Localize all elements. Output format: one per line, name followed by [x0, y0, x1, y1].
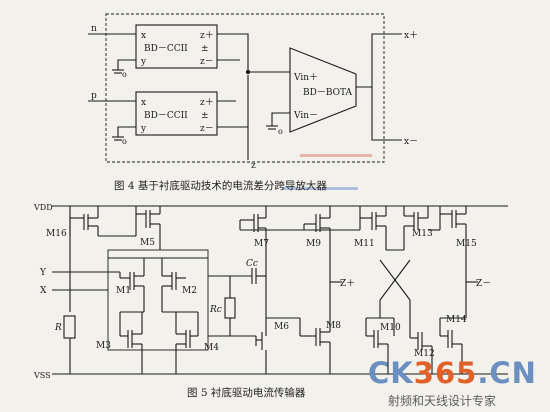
fig5-cap-cc-label: Cc: [246, 259, 258, 269]
transistor-m9: [303, 206, 331, 318]
transistor-m3: [119, 311, 144, 374]
fig4-output-plus: x＋: [404, 30, 418, 41]
fig5-resistor-r-label: R: [54, 323, 62, 333]
label-m10: M10: [380, 323, 401, 333]
fig4-node-z: z: [251, 161, 256, 171]
label-m6: M6: [274, 322, 289, 332]
lower-port-x: x: [141, 98, 146, 108]
transistor-m14: [439, 317, 466, 374]
label-m9: M9: [306, 239, 321, 249]
label-m5: M5: [140, 238, 155, 248]
ota-vin-minus: Vin－: [293, 111, 318, 121]
upper-port-x: x: [141, 31, 146, 41]
fig4-output-minus: x－: [404, 137, 418, 147]
red-stamp-mark: [300, 154, 372, 157]
upper-node-o: o: [122, 70, 127, 79]
label-m14: M14: [446, 315, 467, 325]
lower-node-o: o: [122, 137, 127, 146]
transistor-m12: [393, 318, 433, 374]
figure4-caption: 图 4 基于衬底驱动技术的电流差分跨导放大器: [114, 180, 327, 192]
label-m3: M3: [96, 341, 111, 351]
watermark-logo-cn: .CN: [477, 356, 537, 390]
ota-label: BD－BOTA: [303, 88, 352, 98]
lower-block-label: BD－CCII: [144, 111, 188, 121]
fig5-vss-label: VSS: [33, 371, 51, 380]
fig4-dashed-frame: [105, 13, 385, 163]
ccii-block-lower: [135, 91, 218, 136]
watermark-subtitle: 射频和天线设计专家: [388, 394, 497, 408]
lower-port-zp: z＋: [200, 97, 214, 108]
label-m2: M2: [182, 286, 197, 296]
figure5-caption: 图 5 衬底驱动电流传输器: [187, 387, 306, 399]
upper-block-pm: ±: [201, 44, 209, 54]
upper-block-label: BD－CCII: [144, 44, 188, 54]
label-m12: M12: [414, 349, 435, 359]
fig5-input-y: Y: [39, 268, 47, 278]
blue-underline-mark: [282, 187, 358, 190]
ota-node-o: o: [278, 127, 283, 136]
ccii-block-upper: [135, 24, 218, 69]
label-m8: M8: [326, 321, 341, 331]
upper-port-zp: z＋: [200, 30, 214, 41]
fig5-output-zp: Z＋: [340, 278, 355, 289]
lower-port-y: y: [140, 124, 147, 134]
fig5-output-zm: Z－: [476, 279, 491, 289]
fig4-input-p: p: [91, 91, 97, 101]
junction-dot: [245, 69, 251, 75]
label-m15: M15: [456, 239, 477, 249]
label-m11: M11: [354, 239, 375, 249]
transistor-m1: [120, 258, 145, 312]
transistor-m10: [365, 317, 394, 374]
transistor-m6: [255, 332, 267, 374]
transistor-m15: [428, 206, 467, 318]
label-m16: M16: [46, 229, 67, 239]
upper-port-y: y: [140, 57, 147, 67]
label-m1: M1: [116, 286, 131, 296]
fig4-input-n: n: [91, 24, 97, 34]
lower-port-zm: z－: [200, 124, 214, 134]
transistor-m4: [162, 311, 199, 374]
watermark-logo-ck: CK: [368, 356, 414, 390]
site-watermark: CK365.CN 射频和天线设计专家: [368, 356, 546, 410]
transistor-m8: [266, 317, 331, 374]
upper-port-zm: z－: [200, 57, 214, 67]
watermark-logo-365: 365: [413, 356, 478, 390]
label-m7: M7: [254, 239, 269, 249]
watermark-logo: CK365.CN: [368, 356, 537, 390]
label-m13: M13: [412, 229, 433, 239]
fig5-input-x: X: [40, 286, 47, 296]
transistor-m2: [161, 258, 186, 312]
lower-block-pm: ±: [201, 111, 209, 121]
fig5-res-rc-label: Rc: [209, 305, 222, 315]
bota-amplifier: [289, 47, 357, 133]
ota-vin-plus: Vin＋: [293, 72, 318, 83]
transistor-m11: [340, 206, 387, 250]
fig5-vdd-label: VDD: [33, 203, 53, 212]
diff-pair-frame: [107, 249, 209, 351]
label-m4: M4: [204, 343, 219, 353]
transistor-m13: [403, 206, 429, 250]
transistor-m5: [98, 206, 161, 250]
